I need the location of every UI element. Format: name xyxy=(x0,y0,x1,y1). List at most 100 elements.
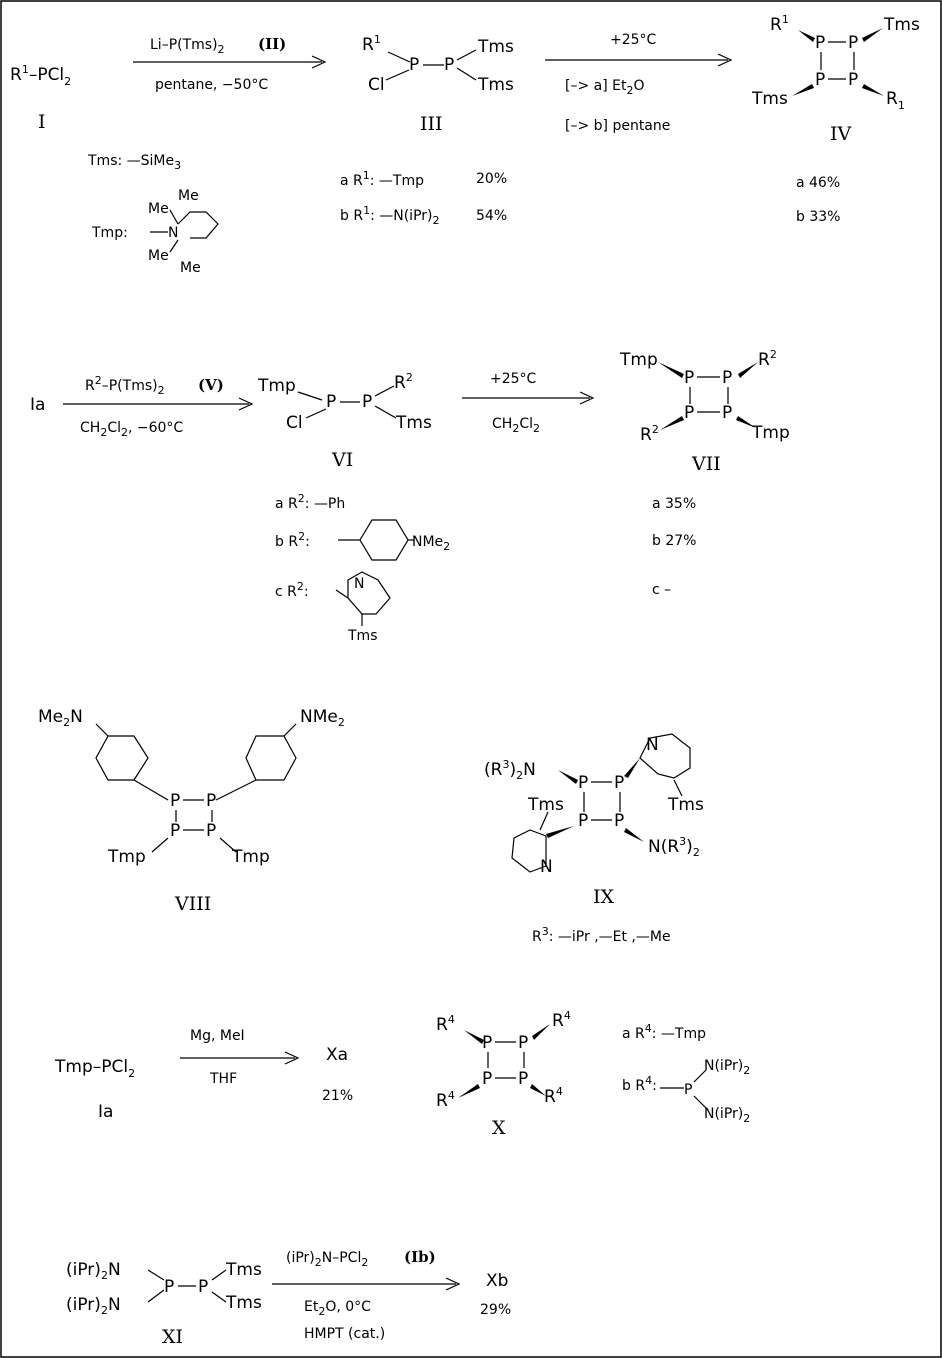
s1-yield-a: a 46% xyxy=(796,175,840,191)
svg-text:Tmp: Tmp xyxy=(231,847,270,867)
svg-text:Tmp: Tmp xyxy=(107,847,146,867)
svg-text:N: N xyxy=(540,857,553,877)
s1-tmp-def: Tmp: xyxy=(91,225,128,241)
s2-structure-VII: Tmp P P R2 P P R2 Tmp xyxy=(619,348,790,445)
s5-structure-XI: (iPr)2N (iPr)2N P P Tms Tms xyxy=(66,1260,262,1317)
svg-text:P: P xyxy=(362,392,372,412)
label-VIII: VIII xyxy=(174,893,211,915)
svg-text:P: P xyxy=(518,1033,528,1053)
svg-text:NMe2: NMe2 xyxy=(412,534,450,553)
s2-aryl-dimethylamino: NMe2 xyxy=(338,519,450,561)
svg-text:Tms: Tms xyxy=(477,37,514,57)
s5-reagent-label: (Ib) xyxy=(404,1248,436,1266)
s1-variant-b-yield: 54% xyxy=(476,208,507,224)
s5-label-XI: XI xyxy=(162,1326,183,1348)
s4-reactant: Tmp–PCl2 xyxy=(54,1057,135,1080)
svg-text:P: P xyxy=(326,392,336,412)
s2-temp: +25°C xyxy=(490,371,537,387)
s1-reagent-label: (II) xyxy=(258,35,286,53)
svg-text:P: P xyxy=(722,368,732,388)
svg-text:P: P xyxy=(164,1277,174,1297)
s1-tms-def: Tms: —SiMe3 xyxy=(87,153,181,172)
r3-definition: R3: —iPr ,—Et ,—Me xyxy=(532,925,671,945)
svg-text:P: P xyxy=(198,1277,208,1297)
svg-text:P: P xyxy=(848,33,858,53)
s2-yield-a: a 35% xyxy=(652,496,696,512)
svg-text:P: P xyxy=(684,403,694,423)
s5-yield: 29% xyxy=(480,1302,511,1318)
s1-route-b: [–> b] pentane xyxy=(565,118,670,134)
s2-arrow1-head xyxy=(238,397,254,411)
svg-text:Tms: Tms xyxy=(477,75,514,95)
s2-solvent: CH2Cl2 xyxy=(492,416,540,435)
svg-text:Me: Me xyxy=(180,260,201,276)
svg-text:(iPr)2N: (iPr)2N xyxy=(66,1260,121,1282)
s2-arrow2-head xyxy=(579,391,595,405)
scheme-2: Ia R2–P(Tms)2 (V) CH2Cl2, −60°C Tmp P Cl… xyxy=(30,348,790,644)
svg-text:P: P xyxy=(684,368,694,388)
svg-text:Tms: Tms xyxy=(395,413,432,433)
s5-product: Xb xyxy=(486,1271,508,1291)
svg-text:Tms: Tms xyxy=(527,795,564,815)
s5-conditions-2: HMPT (cat.) xyxy=(304,1326,385,1342)
s1-variant-b: b R1: —N(iPr)2 xyxy=(340,204,439,227)
svg-text:P: P xyxy=(170,791,180,811)
s2-yield-b: b 27% xyxy=(652,533,696,549)
svg-text:NMe2: NMe2 xyxy=(300,707,345,729)
svg-text:Me: Me xyxy=(178,188,199,204)
s1-reactant: R1–PCl2 xyxy=(10,63,71,88)
svg-text:P: P xyxy=(684,1082,692,1098)
svg-text:P: P xyxy=(409,55,419,75)
svg-text:P: P xyxy=(614,773,624,793)
svg-text:N: N xyxy=(646,735,659,755)
svg-text:P: P xyxy=(722,403,732,423)
s1-variant-a: a R1: —Tmp xyxy=(340,169,424,189)
svg-text:P: P xyxy=(815,70,825,90)
s5-arrow-head xyxy=(445,1277,461,1291)
s2-pyridyl-tms: N Tms xyxy=(335,571,391,644)
svg-text:Tms: Tms xyxy=(225,1293,262,1313)
svg-text:(R3)2N: (R3)2N xyxy=(484,758,536,782)
s5-reagent: (iPr)2N–PCl2 xyxy=(286,1250,368,1269)
s2-structure-VI: Tmp P Cl P R2 Tms xyxy=(257,371,432,433)
s2-reagent-above: R2–P(Tms)2 xyxy=(85,374,165,397)
svg-text:Me: Me xyxy=(148,201,169,217)
s1-conditions: pentane, −50°C xyxy=(155,77,268,93)
svg-text:Tms: Tms xyxy=(225,1260,262,1280)
s1-tmp-ring: N Me Me Me Me xyxy=(148,188,219,276)
svg-text:(iPr)2N: (iPr)2N xyxy=(66,1295,121,1317)
s1-arrow2-head xyxy=(717,53,733,67)
s1-variant-a-yield: 20% xyxy=(476,171,507,187)
svg-text:N: N xyxy=(168,225,178,241)
svg-text:Tms: Tms xyxy=(751,89,788,109)
svg-text:Me2N: Me2N xyxy=(38,707,83,729)
svg-text:Tmp: Tmp xyxy=(257,376,296,396)
s1-label-I: I xyxy=(38,111,46,133)
s4-label-X: X xyxy=(492,1117,506,1139)
svg-text:P: P xyxy=(206,821,216,841)
s4-reactant-label: Ia xyxy=(98,1102,113,1122)
s2-reagent-label: (V) xyxy=(198,376,224,394)
svg-text:Tms: Tms xyxy=(667,795,704,815)
svg-text:Cl: Cl xyxy=(286,413,303,433)
svg-text:P: P xyxy=(482,1069,492,1089)
svg-text:P: P xyxy=(815,33,825,53)
s4-yield: 21% xyxy=(322,1088,353,1104)
svg-text:Tmp: Tmp xyxy=(619,350,658,370)
s2-reactant: Ia xyxy=(30,395,45,415)
s4-solvent: THF xyxy=(209,1071,237,1087)
s1-structure-III: R1 P Cl P Tms Tms xyxy=(362,33,514,95)
s4-variant-a: a R4: —Tmp xyxy=(622,1022,706,1042)
svg-text:Tms: Tms xyxy=(347,628,377,644)
s1-reagent-above: Li–P(Tms)2 xyxy=(150,37,225,56)
s2-yield-c: c – xyxy=(652,582,671,598)
s1-arrow1-head xyxy=(311,55,327,69)
svg-text:P: P xyxy=(482,1033,492,1053)
svg-text:Me: Me xyxy=(148,248,169,264)
s4-product: Xa xyxy=(326,1045,348,1065)
s2-variant-a: a R2: —Ph xyxy=(275,492,345,512)
svg-text:P: P xyxy=(614,811,624,831)
s1-temp: +25°C xyxy=(610,32,657,48)
